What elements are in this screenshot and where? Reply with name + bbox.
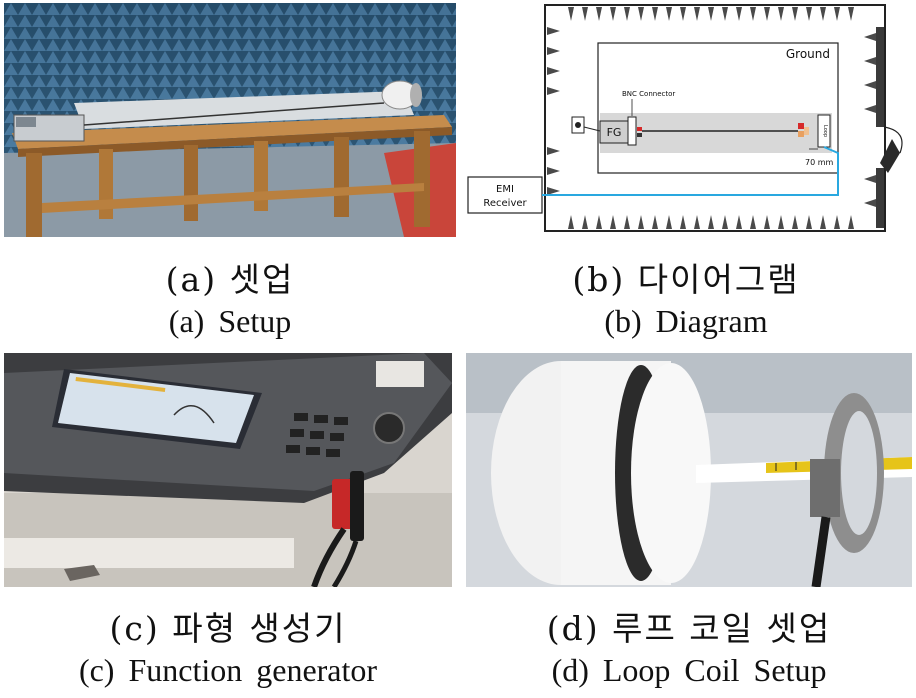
photo-setup-image — [4, 3, 456, 237]
photo-function-generator — [4, 353, 452, 587]
receiver-cable — [542, 146, 839, 196]
ground-label: Ground — [786, 47, 830, 61]
caption-a-en: (a) Setup — [168, 303, 292, 339]
door-swing — [883, 126, 903, 154]
caption-b-kr: (b) 다이어그램 — [572, 260, 800, 299]
absorbers-top — [568, 7, 854, 21]
emi-label-line2: Receiver — [483, 198, 527, 209]
bnc-connector — [627, 116, 637, 146]
bnc-connector-label: BNC Connector — [622, 90, 675, 98]
emi-label-line1: EMI — [496, 184, 514, 195]
caption-a-kr: (a) 셋업 — [165, 260, 295, 299]
measurement-diagram: Ground BNC Connector FG Loop 70 mm EMI R… — [467, 4, 903, 232]
caption-c-kr: (c) 파형 생성기 — [109, 609, 347, 648]
absorbers-left — [547, 27, 560, 195]
caption-b-en: (b) Diagram — [604, 303, 768, 339]
caption-d-en: (d) Loop Coil Setup — [551, 652, 827, 688]
absorbers-bottom — [568, 215, 854, 229]
absorber-right-lower — [876, 168, 884, 228]
diagram-panel: Ground BNC Connector FG Loop 70 mm EMI R… — [460, 3, 912, 237]
door-absorber — [880, 139, 900, 173]
photo-loop-coil-image — [466, 353, 912, 587]
loop-label: Loop — [822, 125, 828, 137]
photo-setup — [4, 3, 456, 237]
ground-plane — [597, 42, 839, 174]
emi-receiver-box — [467, 176, 543, 214]
fg-label: FG — [607, 126, 622, 139]
photo-function-generator-image — [4, 353, 452, 587]
photo-loop-coil — [466, 353, 912, 587]
caption-c-en: (c) Function generator — [78, 652, 378, 688]
absorber-right-upper — [876, 27, 884, 127]
caption-d-kr: (d) 루프 코일 셋업 — [546, 609, 832, 648]
distance-label: 70 mm — [805, 158, 834, 167]
